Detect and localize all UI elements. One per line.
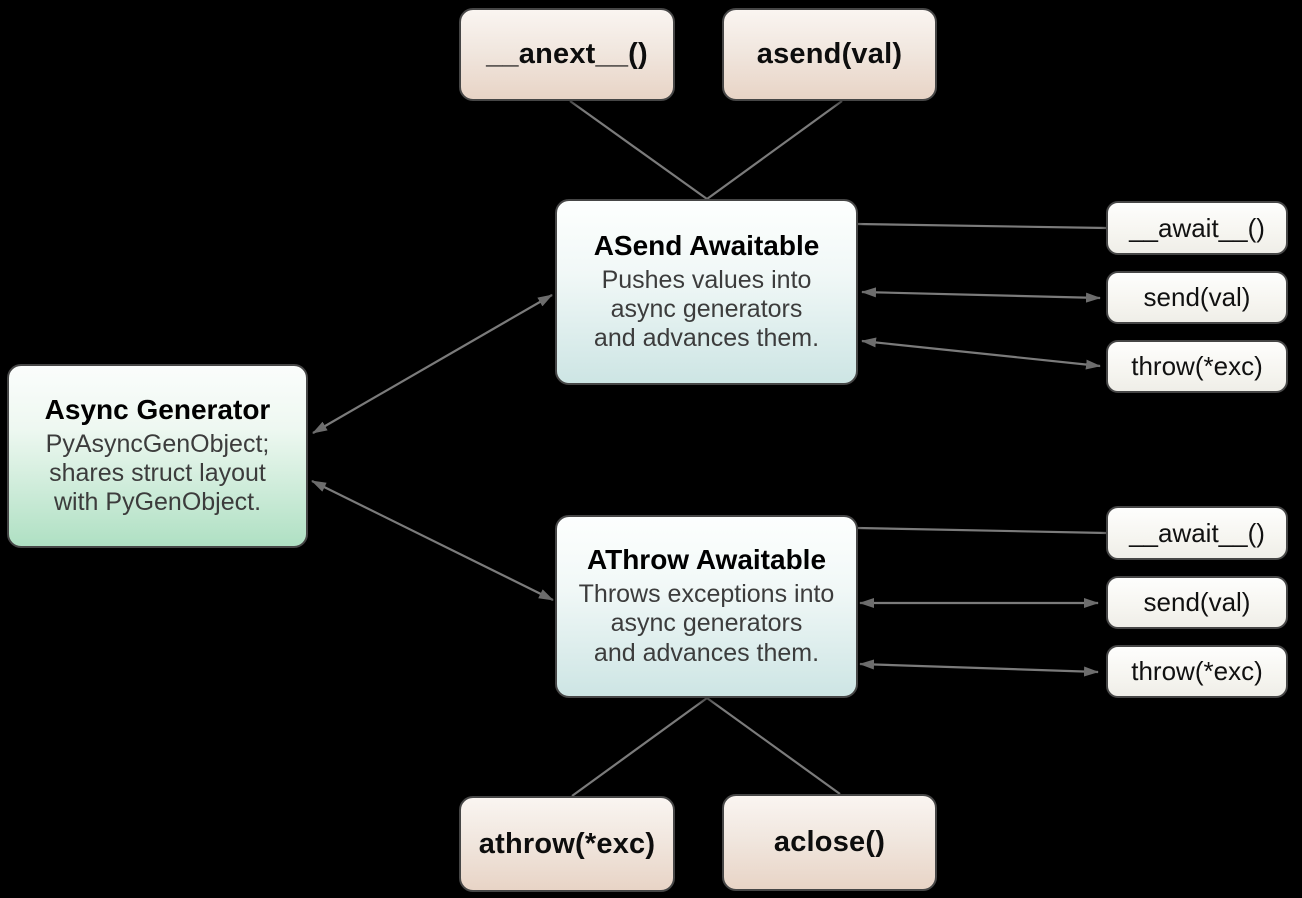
- connector-asend-to-asend-awaitable: [706, 100, 843, 200]
- node-athrow-throw: throw(*exc): [1106, 645, 1288, 698]
- node-asend-method: asend(val): [722, 8, 937, 101]
- node-label: __await__(): [1129, 212, 1265, 243]
- node-desc-line: async generators: [610, 609, 803, 638]
- arrow-athrow-awaitable-throw: [859, 659, 1099, 677]
- node-desc-line: async generators: [610, 294, 803, 323]
- arrow-generator-athrow-awaitable: [311, 480, 554, 601]
- connector-asend-awaitable-to-await: [857, 222, 1107, 230]
- node-label: asend(val): [756, 38, 903, 70]
- connector-athrow-awaitable-to-aclose: [706, 697, 841, 795]
- node-label: aclose(): [773, 826, 886, 858]
- node-athrow-await: __await__(): [1106, 506, 1288, 560]
- node-label: __anext__(): [486, 38, 648, 70]
- node-label: throw(*exc): [1131, 656, 1263, 686]
- node-label: send(val): [1143, 282, 1251, 312]
- node-asend-throw: throw(*exc): [1106, 340, 1288, 393]
- node-label: __await__(): [1129, 517, 1265, 548]
- arrow-asend-awaitable-throw: [861, 337, 1101, 370]
- node-desc-line: and advances them.: [593, 638, 820, 667]
- node-label: athrow(*exc): [478, 827, 656, 860]
- node-label: send(val): [1143, 587, 1251, 617]
- node-asend-send: send(val): [1106, 271, 1288, 324]
- node-aclose-method: aclose(): [722, 794, 937, 891]
- node-title: ASend Awaitable: [593, 229, 820, 261]
- node-desc-line: with PyGenObject.: [53, 488, 262, 517]
- arrow-asend-awaitable-send: [861, 287, 1101, 303]
- node-async-generator: Async Generator PyAsyncGenObject; shares…: [7, 364, 308, 548]
- node-athrow-send: send(val): [1106, 576, 1288, 629]
- node-desc-line: Throws exceptions into: [578, 580, 835, 609]
- connector-athrow-awaitable-to-await: [857, 526, 1107, 535]
- node-title: AThrow Awaitable: [586, 544, 827, 576]
- node-anext-method: __anext__(): [459, 8, 675, 101]
- node-desc-line: shares struct layout: [49, 458, 266, 487]
- node-desc-line: Pushes values into: [601, 265, 812, 294]
- arrow-generator-asend-awaitable: [312, 294, 553, 434]
- connector-anext-to-asend-awaitable: [569, 100, 708, 200]
- node-athrow-method: athrow(*exc): [459, 796, 675, 892]
- node-athrow-awaitable: AThrow Awaitable Throws exceptions into …: [555, 515, 858, 698]
- node-asend-awaitable: ASend Awaitable Pushes values into async…: [555, 199, 858, 385]
- node-title: Async Generator: [44, 393, 271, 425]
- node-label: throw(*exc): [1131, 351, 1263, 381]
- connector-athrow-awaitable-to-athrow: [571, 697, 708, 797]
- node-asend-await: __await__(): [1106, 201, 1288, 255]
- node-desc-line: PyAsyncGenObject;: [45, 429, 270, 458]
- node-desc-line: and advances them.: [593, 324, 820, 353]
